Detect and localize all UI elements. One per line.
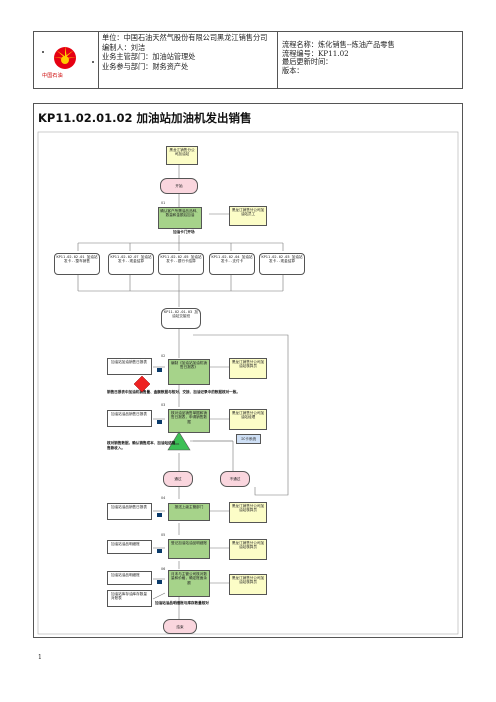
step-number: 06 — [161, 567, 166, 571]
event-pass: 通过 — [163, 471, 193, 487]
doc-link-marker — [157, 513, 162, 517]
document-header: 中国石油 单位：中国石油天然气股份有限公司黑龙江销售分司 编制人：刘洁 业务主管… — [33, 31, 463, 89]
control-rule-2: 核对销售数据，确认销售成本、加油站结销售款收入。 — [107, 441, 176, 450]
end-event: 结束 — [163, 619, 197, 634]
logo-wordmark: 中国石油 — [42, 73, 63, 79]
editor: 编制人：刘洁 — [102, 42, 146, 52]
event-fail: 不通过 — [220, 471, 250, 487]
process-name: 流程名称：炼化销售--炼油产品零售 — [282, 40, 395, 49]
participating-dept: 业务参与部门：财务资产处 — [102, 61, 189, 71]
doc-link-marker — [157, 368, 162, 372]
role-accountant-3: 黑龙江销售分公司加油站核算员 — [229, 539, 267, 560]
doc-daily-report: 加油站加油销售日报表 — [107, 358, 152, 375]
bullet-dot — [42, 51, 44, 53]
role-accountant-4: 黑龙江销售分公司加油站核算员 — [229, 574, 267, 595]
step-register-ledger: 登记加油站油品明细账 — [168, 539, 210, 559]
process-code: KP11.02.01.02 — [38, 111, 133, 125]
step-review-sales: 核对油品销售单据和销售日报表，申请销售数据 — [168, 409, 210, 433]
step-number: 02 — [161, 354, 166, 358]
org-unit: 单位：中国石油天然气股份有限公司黑龙江销售分司 — [102, 33, 268, 42]
process-id: 流程编号：KP11.02 — [282, 48, 349, 58]
flow-diagram: 黑龙江销售分公司加油站 开始 01 确认客户所需油品品种、数量和金额后加油 黑龙… — [33, 103, 463, 638]
ref-process-3[interactable]: KP11.02.02.05 加油站发卡--银行卡结算 — [158, 253, 204, 275]
process-frame: KP11.02.01.02 加油站加油机发出销售 — [33, 103, 463, 638]
start-event: 开始 — [160, 178, 198, 194]
flow-connectors — [37, 131, 459, 635]
step-number: 01 — [161, 201, 166, 205]
step-monthly-reconcile: 月末与主管公司核对数量和价格，确定账面余额 — [168, 570, 210, 597]
doc-sales-report-2: 加油站油品销售日报表 — [107, 503, 152, 520]
doc-ledger: 加油站油品明细账 — [107, 540, 152, 554]
page-number: 1 — [38, 654, 42, 661]
step-submit: 报送上级主管部门 — [168, 503, 210, 521]
xor-label: XOR — [173, 442, 180, 446]
step-number: 04 — [161, 496, 166, 500]
role-accountant: 黑龙江销售分公司加油站核算员 — [229, 358, 267, 379]
doc-reconciliation: 加油站库存油库存数量对账表 — [107, 590, 152, 607]
company-logo-cell: 中国石油 — [34, 32, 99, 88]
ref-shift-handover[interactable]: KP11.02.01.03 加油站交接班 — [161, 308, 201, 329]
petrochina-logo-icon — [53, 46, 77, 69]
role-station-staff: 黑龙江销售分公司加油站员工 — [229, 206, 267, 226]
step-number: 05 — [161, 533, 166, 537]
ref-process-5[interactable]: KP11.02.02.03 加油站发卡--现金结算 — [259, 253, 305, 275]
doc-sales-report: 加油站油品销售日报表 — [107, 410, 152, 427]
control-rule-1: 销售日报表中加油机销售量、金额数据与核对、交接、加油记录中的数据核对一致。 — [107, 390, 240, 394]
doc-link-marker — [157, 580, 162, 584]
process-title-text: 加油站加油机发出销售 — [136, 111, 252, 125]
last-update: 最后更新时间： — [282, 57, 333, 67]
doc-link-marker — [157, 420, 162, 424]
main-dept: 业务主管部门：加油站管理处 — [102, 52, 196, 62]
version: 版本： — [282, 65, 304, 75]
risk-diamond-icon — [134, 376, 150, 392]
step-refuel: 确认客户所需油品品种、数量和金额后加油 — [158, 207, 202, 229]
ref-process-2[interactable]: KP11.02.02.07 加油站发卡--现金结算 — [108, 253, 154, 275]
control-rule-3: 加油站油品明细账与库存数量核对 — [155, 601, 209, 605]
header-process-info: 流程名称：炼化销售--炼油产品零售 流程编号：KP11.02 最后更新时间： 版… — [278, 32, 462, 88]
step-number: 03 — [161, 403, 166, 407]
ref-process-4[interactable]: KP11.02.02.04 加油站发卡--支付卡 — [209, 253, 255, 275]
bullet-dot — [92, 61, 94, 63]
step-prepare-report: 编制《加油站加油机销售日报表》 — [168, 359, 210, 385]
xor-gateway-icon — [167, 431, 191, 451]
ref-process-1[interactable]: KP11.02.02.01 加油站发卡--整车销售 — [54, 253, 100, 275]
role-station-manager: 黑龙江销售分公司加油站经理 — [229, 409, 267, 430]
doc-ledger-2: 加油站油品明细账 — [107, 571, 152, 585]
header-org-info: 单位：中国石油天然气股份有限公司黑龙江销售分司 编制人：刘洁 业务主管部门：加油… — [99, 32, 278, 88]
role-accountant-2: 黑龙江销售分公司加油站核算员 — [229, 502, 267, 523]
step1-note: 加油卡门开场 — [173, 230, 195, 234]
ic-card-system: IC卡系统 — [236, 434, 261, 444]
doc-link-marker — [157, 549, 162, 553]
process-title: KP11.02.01.02 加油站加油机发出销售 — [38, 110, 251, 126]
org-box: 黑龙江销售分公司加油站 — [166, 146, 198, 165]
